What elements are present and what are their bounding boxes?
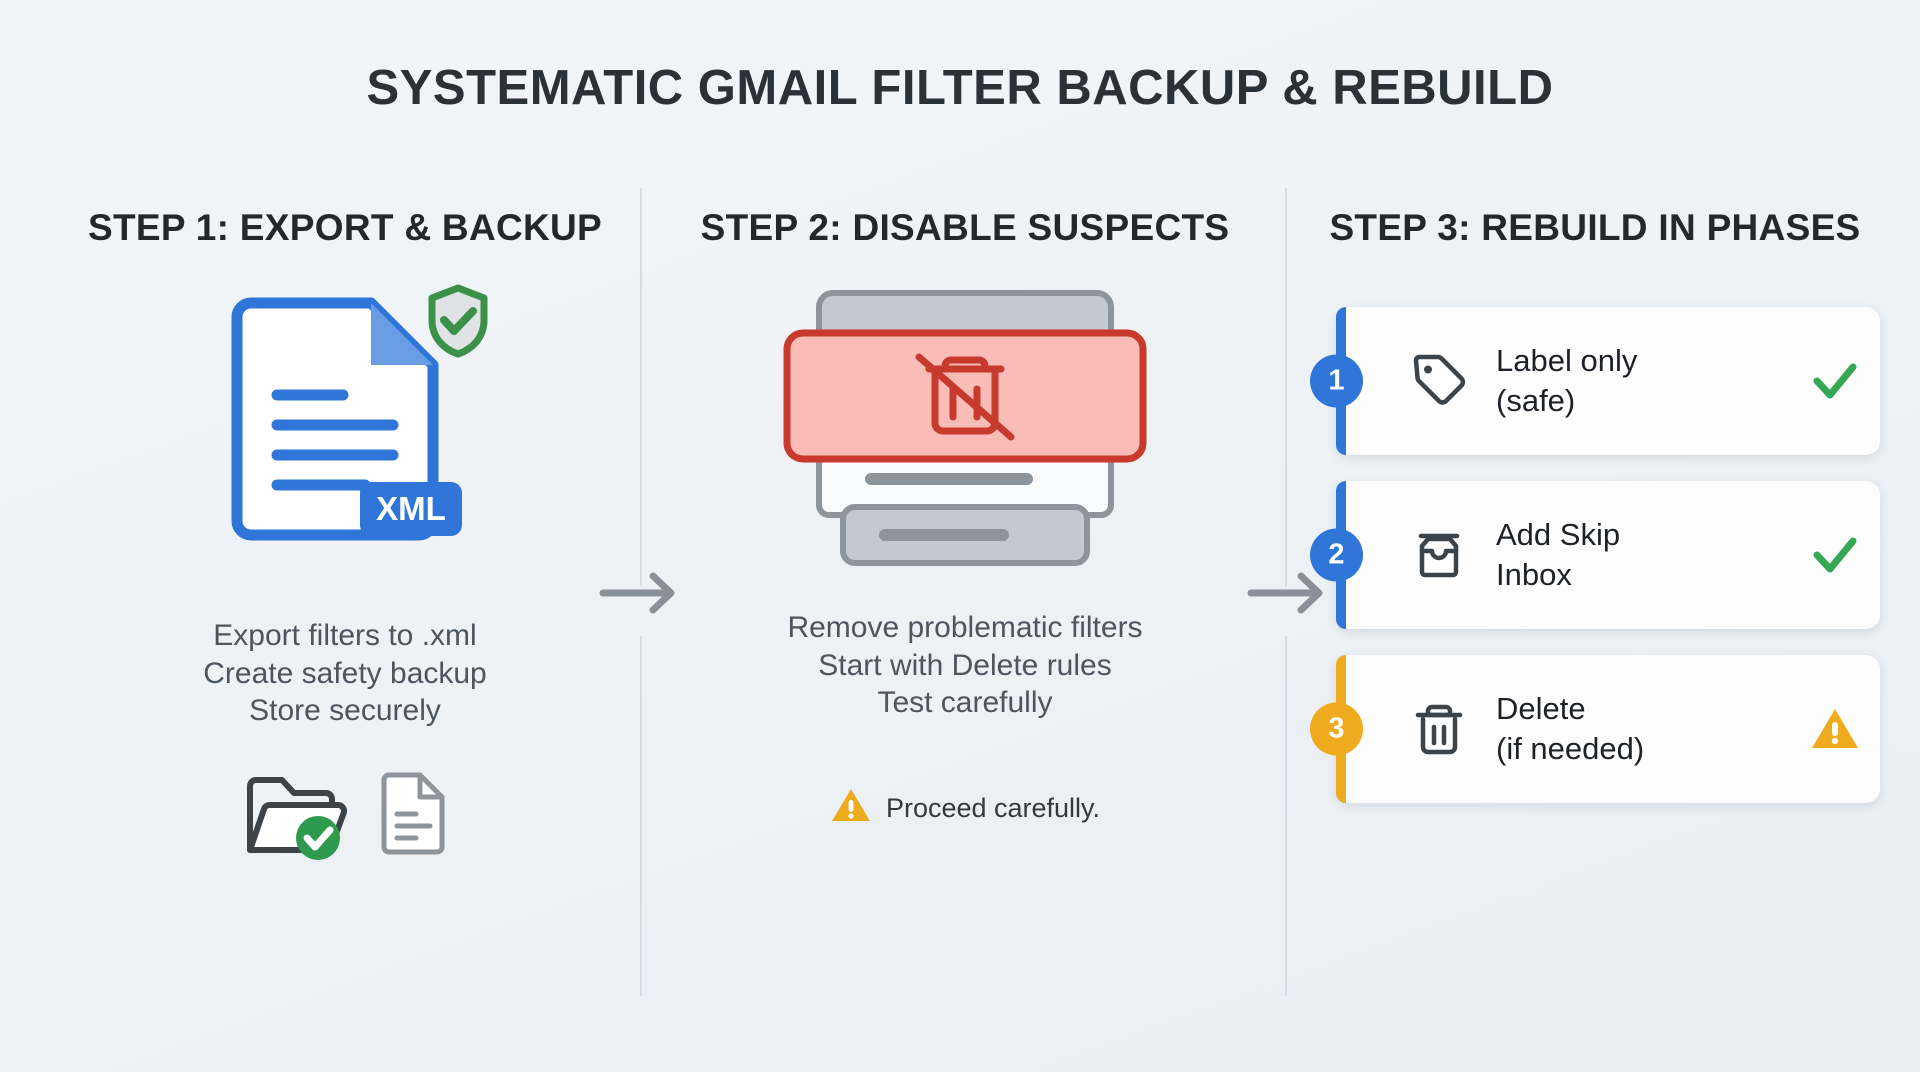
step-2-warning: Proceed carefully.: [660, 786, 1270, 831]
tag-icon: [1402, 350, 1476, 412]
step-1-file-row: [60, 770, 630, 867]
phase-card-2[interactable]: 2 Add Skip Inbox: [1310, 480, 1880, 629]
check-icon-2: [1790, 533, 1880, 577]
column-divider-1-bottom: [640, 636, 642, 996]
step-3-column: STEP 3: REBUILD IN PHASES 1 Label only (…: [1310, 205, 1880, 803]
warning-triangle-icon-3: [1790, 705, 1880, 753]
page-title: SYSTEMATIC GMAIL FILTER BACKUP & REBUILD: [366, 61, 1554, 115]
step-2-column: STEP 2: DISABLE SUSPECTS: [660, 205, 1270, 831]
file-icon: [378, 770, 448, 867]
step-2-line-1: Remove problematic filters: [787, 610, 1143, 644]
step-2-description: Remove problematic filters Start with De…: [660, 609, 1270, 722]
inbox-icon: [1402, 524, 1476, 586]
step-3-heading: STEP 3: REBUILD IN PHASES: [1329, 207, 1861, 248]
step-1-line-3: Store securely: [249, 694, 441, 728]
step-2-heading: STEP 2: DISABLE SUSPECTS: [700, 207, 1230, 248]
arrow-right-icon-1: [595, 563, 685, 623]
check-icon-1: [1790, 359, 1880, 403]
step-2-artwork: [660, 283, 1270, 583]
phase-label-2: Add Skip Inbox: [1496, 517, 1621, 592]
column-divider-1-top: [640, 188, 642, 586]
column-divider-2-bottom: [1285, 636, 1287, 996]
phase-number-2: 2: [1310, 528, 1363, 582]
step-2-line-3: Test carefully: [877, 686, 1053, 720]
phase-card-1[interactable]: 1 Label only (safe): [1310, 306, 1880, 455]
phase-label-1: Label only (safe): [1496, 343, 1638, 418]
warning-text: Proceed carefully.: [885, 793, 1101, 824]
phase-card-3[interactable]: 3 Delete (if needed): [1310, 654, 1880, 803]
arrow-right-icon-2: [1243, 563, 1333, 623]
trash-disabled-overlay: [783, 329, 1147, 468]
step-1-artwork: XML: [60, 284, 630, 591]
phase-card-list: 1 Label only (safe) 2: [1310, 306, 1880, 803]
step-1-description: Export filters to .xml Create safety bac…: [60, 617, 630, 730]
step-1-heading: STEP 1: EXPORT & BACKUP: [87, 207, 603, 248]
warning-triangle-icon: [830, 786, 872, 831]
phase-label-3: Delete (if needed): [1496, 691, 1645, 766]
xml-badge: XML: [359, 481, 463, 542]
phase-number-3: 3: [1310, 702, 1363, 756]
xml-badge-label: XML: [376, 490, 446, 527]
step-1-column: STEP 1: EXPORT & BACKUP: [60, 205, 630, 867]
phase-number-1: 1: [1310, 354, 1363, 408]
step-2-line-2: Start with Delete rules: [818, 648, 1112, 682]
column-divider-2-top: [1285, 188, 1287, 586]
folder-check-icon: [242, 770, 348, 867]
shield-check-icon: [423, 283, 493, 364]
trash-icon: [1402, 698, 1476, 760]
step-1-line-1: Export filters to .xml: [213, 618, 477, 652]
step-1-line-2: Create safety backup: [203, 656, 487, 690]
